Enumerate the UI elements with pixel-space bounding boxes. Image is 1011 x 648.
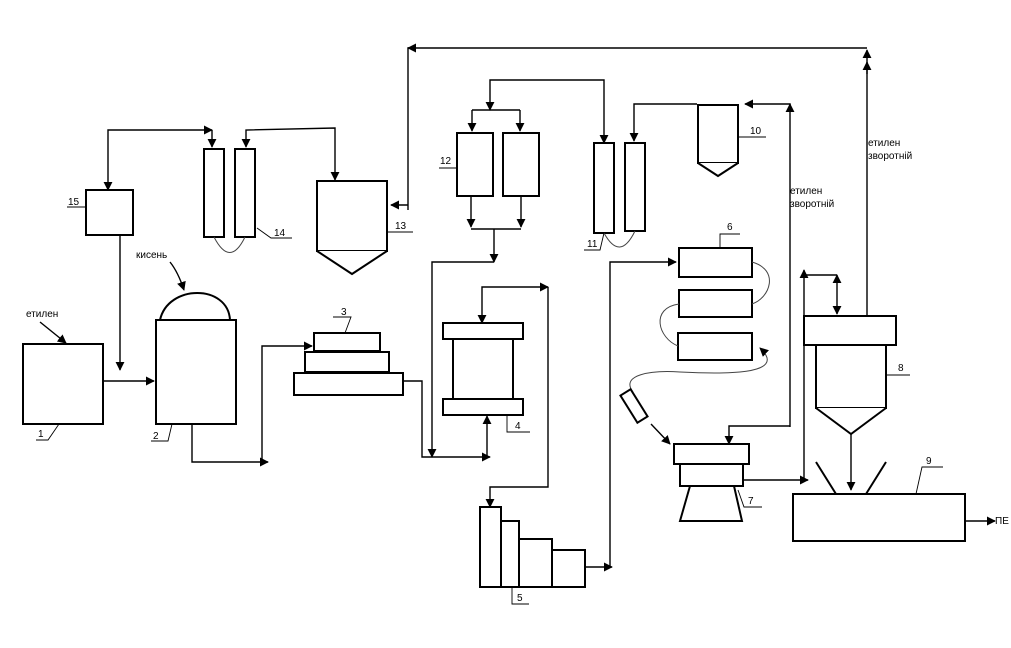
- oxygen-feed-label: кисень: [136, 250, 167, 261]
- ethylene-feed-arrow: [39, 321, 67, 344]
- oxygen-feed-arrow: [169, 261, 186, 291]
- flow-6-recycle: [629, 347, 769, 393]
- unit-15-label: 15: [68, 197, 80, 208]
- flow-into-10: [744, 99, 791, 110]
- flow-10-to-11: [629, 103, 697, 142]
- flow-11-to-12: [485, 79, 609, 144]
- unit-11-label: 11: [587, 239, 598, 250]
- unit-9-label: 9: [926, 456, 932, 467]
- unit-15-dosing: 15: [67, 189, 134, 236]
- product-output-label: ПЕ: [995, 516, 1009, 527]
- flow-2-out: [191, 424, 269, 467]
- valve-icon: [619, 387, 649, 425]
- ethylene-return-1-label-a: етилен: [790, 186, 822, 197]
- unit-1-label: 1: [38, 429, 44, 440]
- unit-2-label: 2: [153, 431, 159, 442]
- unit-12-label: 12: [440, 156, 452, 167]
- unit-7-extruder: 7: [673, 443, 762, 522]
- unit-5-separators: 5: [479, 506, 586, 605]
- unit-4-reactor: 4: [442, 322, 530, 433]
- flow-4-top-out: [477, 282, 549, 324]
- unit-12-coolers: 12: [439, 132, 540, 197]
- unit-3-label: 3: [341, 307, 347, 318]
- flow-15-to-14: [103, 125, 213, 191]
- unit-2-mixer: 2: [151, 292, 237, 442]
- unit-8-receiver: 8: [803, 315, 910, 436]
- unit-11-tubes: 11: [584, 142, 646, 251]
- ethylene-return-2-label-b: зворотній: [868, 151, 912, 162]
- unit-7-label: 7: [748, 496, 754, 507]
- ethylene-return-1-label-b: зворотній: [790, 199, 834, 210]
- unit-10-tank: 10: [697, 104, 766, 178]
- flow-12-to-4: [427, 261, 494, 458]
- unit-10-label: 10: [750, 126, 762, 137]
- flow-7-top: [724, 425, 790, 445]
- flow-3-to-4: [403, 380, 491, 462]
- unit-14-label: 14: [274, 228, 286, 239]
- unit-8-label: 8: [898, 363, 904, 374]
- unit-3-compressor: 3: [293, 307, 404, 396]
- unit-5-label: 5: [517, 593, 523, 604]
- flow-valve-to-7: [650, 423, 671, 445]
- unit-9-product-bin: 9: [792, 456, 966, 542]
- unit-14-tubes: 14: [203, 148, 292, 253]
- unit-13-separator: 13: [316, 180, 413, 276]
- flow-4-to-5: [485, 287, 549, 508]
- unit-4-label: 4: [515, 421, 521, 432]
- flow-13-to-14: [241, 127, 340, 181]
- flow-5-to-6: [609, 257, 677, 567]
- ethylene-feed-label: етилен: [26, 309, 58, 320]
- unit-13-label: 13: [395, 221, 407, 232]
- flow-to-3: [261, 341, 313, 462]
- unit-1-ethylene-receiver: 1: [22, 343, 104, 441]
- unit-6-label: 6: [727, 222, 733, 233]
- ethylene-return-2-label-a: етилен: [868, 138, 900, 149]
- unit-6-granulator: 6: [659, 222, 770, 361]
